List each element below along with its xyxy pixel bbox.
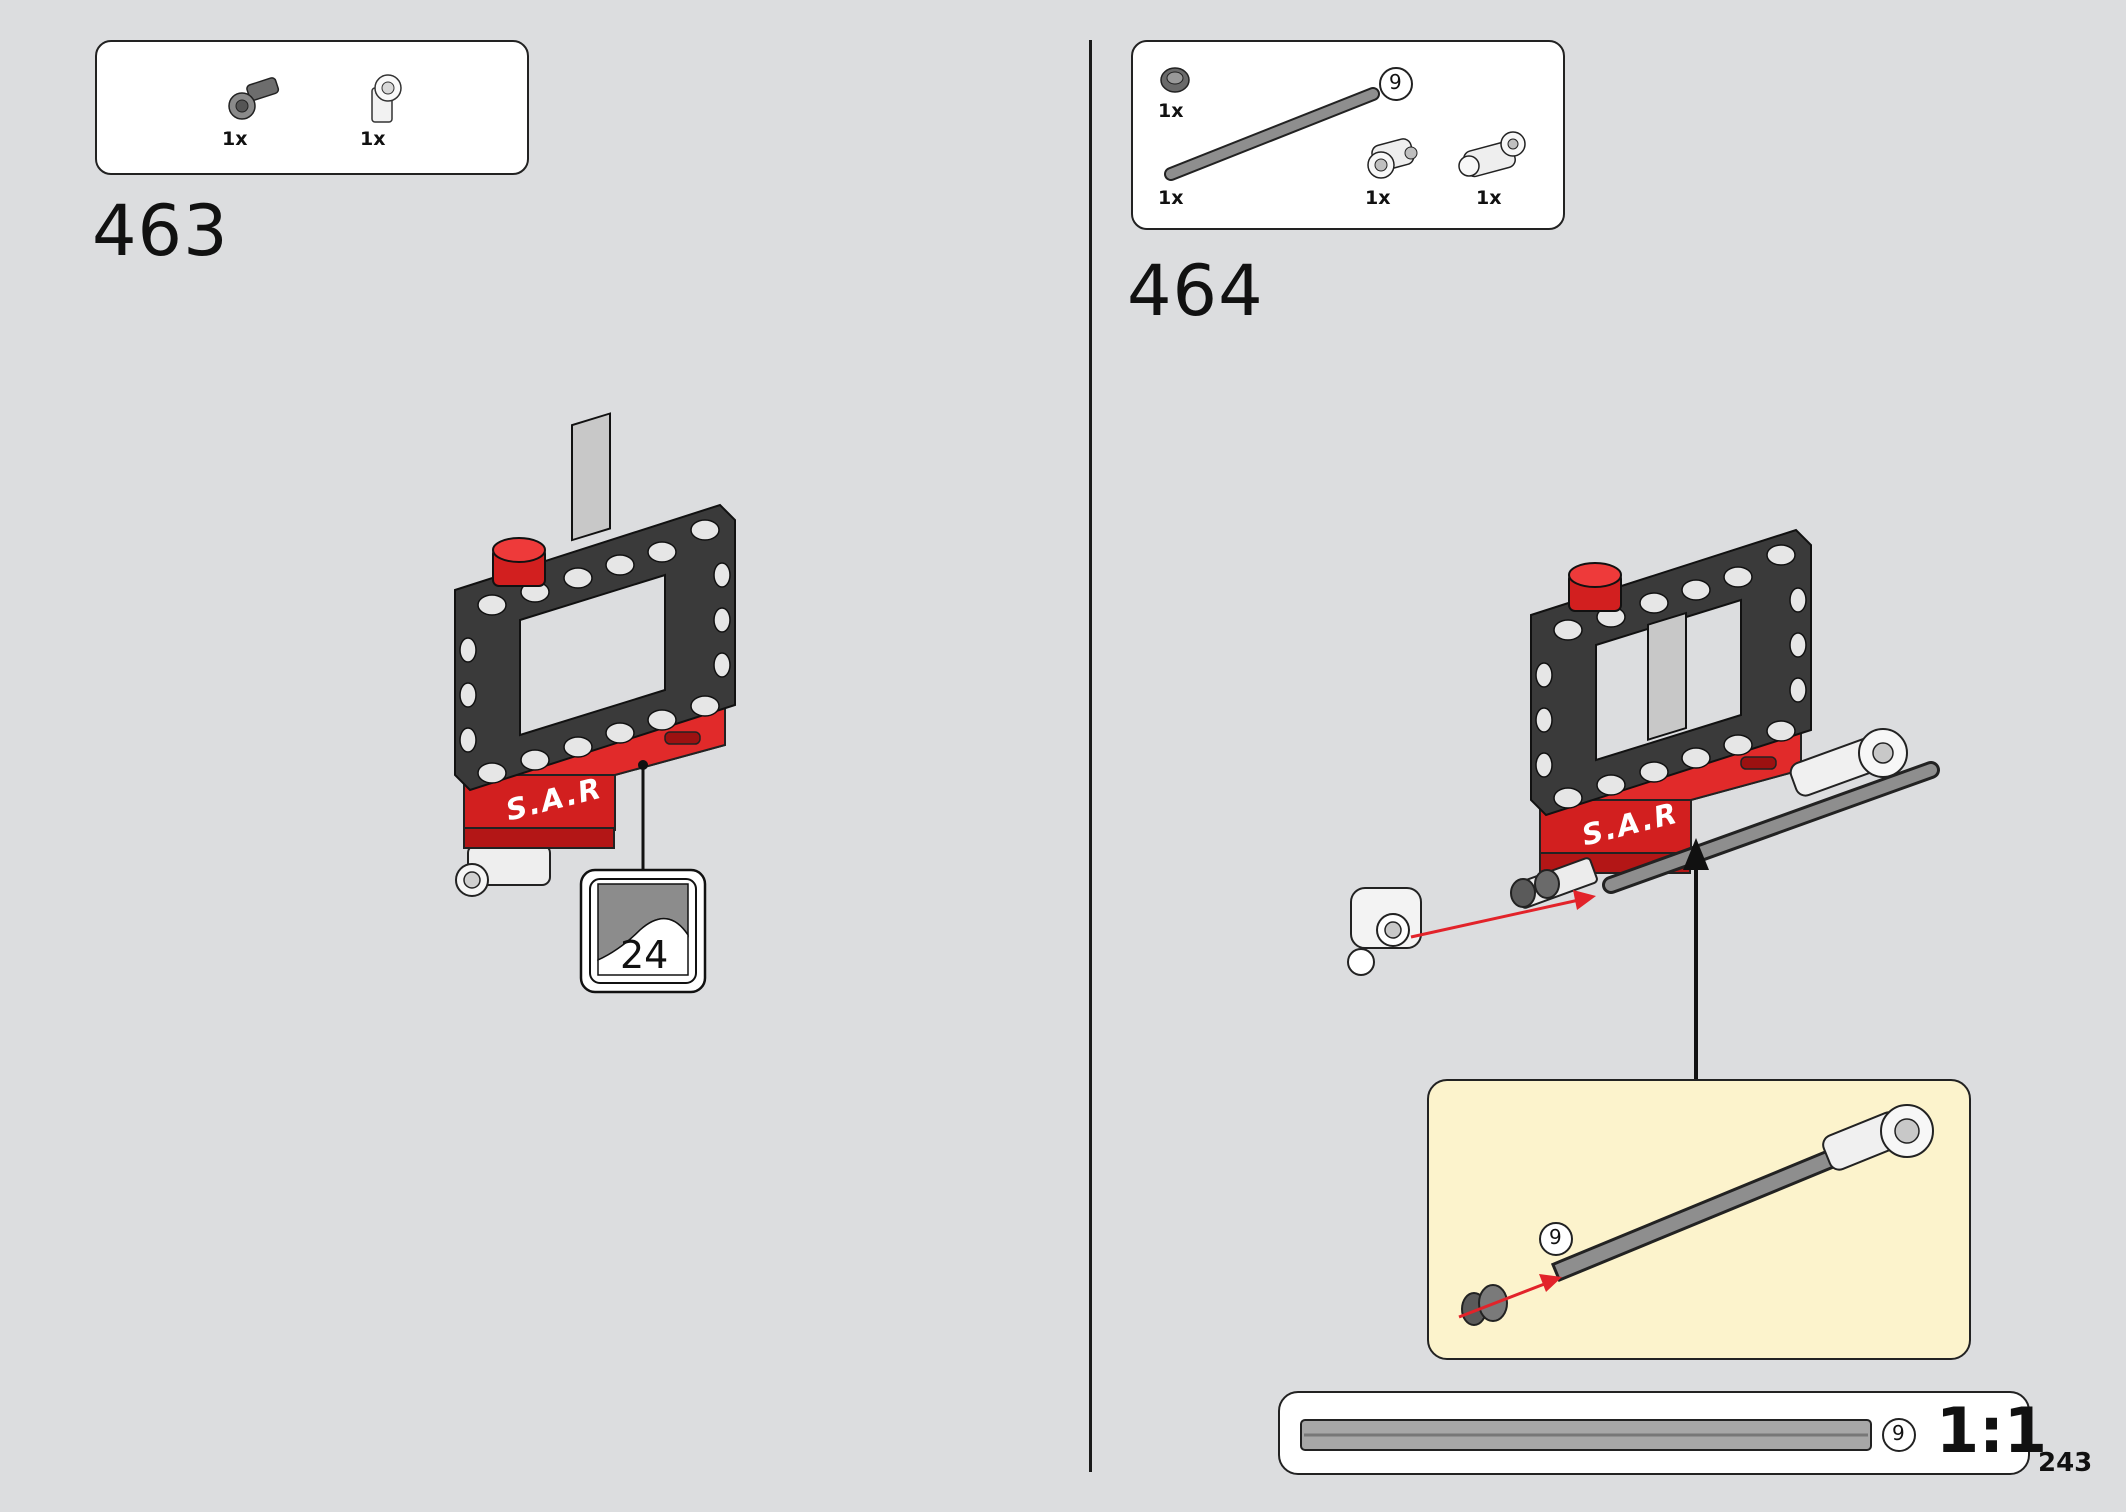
scale-axle-illustration bbox=[1280, 1393, 2028, 1473]
black-attach-arrow bbox=[1683, 838, 1709, 1080]
submodel-callout: 9 bbox=[1427, 1079, 1971, 1360]
assembly-463-illustration bbox=[0, 0, 1089, 1512]
axle-length-badge: 9 bbox=[1549, 1225, 1562, 1249]
submodel-axle bbox=[1564, 1105, 1933, 1269]
red-pin-cap bbox=[493, 538, 545, 586]
red-pin-cap bbox=[1569, 563, 1621, 611]
left-page: 1x 1x 463 bbox=[0, 0, 1089, 1512]
submodel-bush bbox=[1462, 1285, 1507, 1325]
sticker-number: 24 bbox=[620, 933, 668, 977]
red-insert-arrow bbox=[1411, 890, 1596, 937]
sticker-leader-dot bbox=[638, 760, 648, 770]
submodel-illustration bbox=[1429, 1081, 1969, 1358]
right-page: 1x 9 1x 1x 1x 464 bbox=[1091, 0, 2126, 1512]
axle-length-badge: 9 bbox=[1892, 1421, 1905, 1445]
axle-scale-reference: 9 1:1 bbox=[1278, 1391, 2030, 1475]
page-number: 243 bbox=[2038, 1448, 2092, 1478]
white-axle-connector bbox=[1348, 888, 1421, 975]
decal-slot bbox=[1741, 757, 1776, 769]
decal-slot bbox=[665, 732, 700, 744]
scale-ratio: 1:1 bbox=[1936, 1394, 2047, 1467]
